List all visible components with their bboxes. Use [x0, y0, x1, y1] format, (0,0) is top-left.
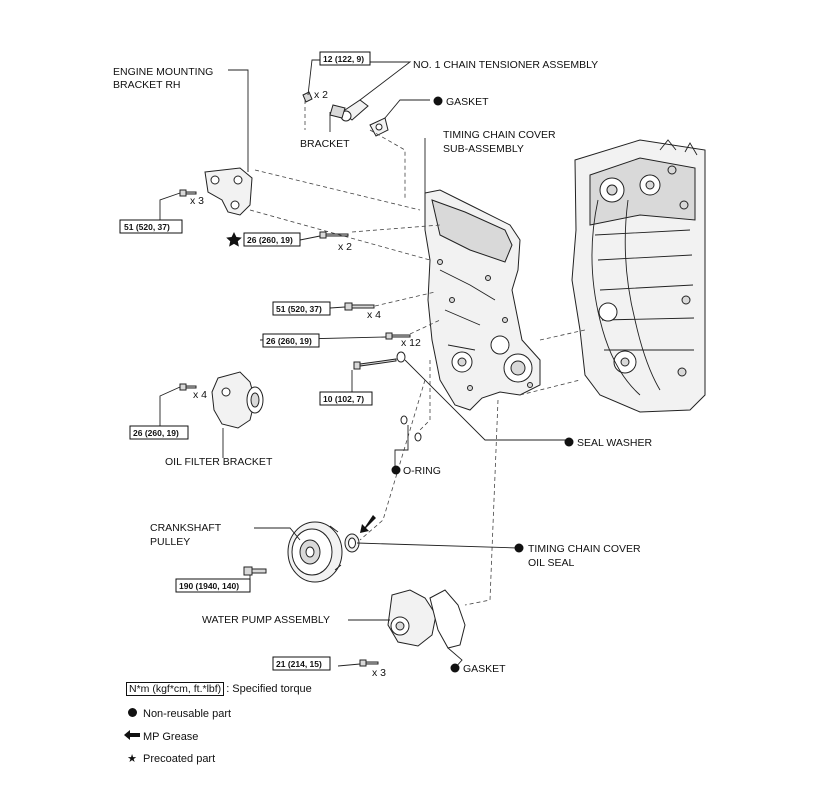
- o-ring-lower-illustration: [414, 432, 422, 442]
- qty-bracket-rh: x 3: [190, 195, 204, 207]
- legend-mp-grease-text: MP Grease: [143, 730, 199, 743]
- engine-block-illustration: [571, 139, 706, 413]
- oil-seal-label-line2: OIL SEAL: [528, 557, 574, 569]
- qty-cover-x4: x 4: [367, 309, 381, 321]
- qty-cover-x12: x 12: [401, 337, 421, 349]
- oil-filter-bracket-illustration: [211, 371, 264, 429]
- non-reusable-dot-icon: [514, 543, 524, 553]
- torque-cover-x12: 26 (260, 19): [266, 336, 312, 346]
- legend-non-reusable: Non-reusable part: [124, 708, 231, 720]
- oil-seal-illustration: [344, 533, 360, 553]
- qty-water-pump: x 3: [372, 667, 386, 679]
- chain-tensioner-illustration: [302, 91, 389, 137]
- non-reusable-dot-icon: [433, 96, 443, 106]
- water-pump-illustration: [387, 589, 437, 647]
- o-ring-upper-illustration: [400, 415, 408, 425]
- timing-chain-cover-label-line2: SUB-ASSEMBLY: [443, 143, 524, 155]
- left-arrow-icon: [124, 730, 140, 743]
- torque-pulley: 190 (1940, 140): [179, 581, 239, 591]
- torque-tensioner: 12 (122, 9): [323, 54, 364, 64]
- gasket-bottom-label: GASKET: [463, 663, 506, 675]
- non-reusable-dot-icon: [391, 465, 401, 475]
- gasket-top-label: GASKET: [446, 96, 489, 108]
- torque-bracket-rh: 51 (520, 37): [124, 222, 170, 232]
- crankshaft-pulley-label-line2: PULLEY: [150, 536, 190, 548]
- crankshaft-pulley-illustration: [287, 521, 343, 583]
- torque-water-pump: 21 (214, 15): [276, 659, 322, 669]
- chain-tensioner-label: NO. 1 CHAIN TENSIONER ASSEMBLY: [413, 59, 598, 71]
- water-pump-label: WATER PUMP ASSEMBLY: [202, 614, 330, 626]
- non-reusable-dot-icon: [564, 437, 574, 447]
- legend-torque-box: N*m (kgf*cm, ft.*lbf): [126, 682, 225, 696]
- oil-seal-label-line1: TIMING CHAIN COVER: [528, 543, 641, 555]
- legend-torque-text: : Specified torque: [226, 683, 312, 695]
- crankshaft-pulley-label-line1: CRANKSHAFT: [150, 522, 222, 534]
- torque-oil-filter: 26 (260, 19): [133, 428, 179, 438]
- torque-cover-top: 26 (260, 19): [247, 235, 293, 245]
- qty-tensioner: x 2: [314, 89, 328, 101]
- torque-cover-x4: 51 (520, 37): [276, 304, 322, 314]
- qty-cover-top: x 2: [338, 241, 352, 253]
- mp-grease-arrow-icon: [360, 515, 376, 533]
- o-ring-label: O-RING: [403, 465, 441, 477]
- legend-mp-grease: MP Grease: [124, 730, 198, 743]
- engine-mounting-bracket-label-line2: BRACKET RH: [113, 79, 181, 91]
- non-reusable-dot-icon: [450, 663, 460, 673]
- water-pump-gasket-illustration: [429, 589, 466, 649]
- legend-non-reusable-text: Non-reusable part: [143, 708, 232, 720]
- non-reusable-dot-icon: [124, 708, 140, 720]
- star-icon: ★: [127, 753, 137, 765]
- qty-oil-filter: x 4: [193, 389, 207, 401]
- bolt-icons: [179, 189, 411, 667]
- alignment-lines: [249, 100, 586, 606]
- engine-mounting-bracket-label-line1: ENGINE MOUNTING: [113, 66, 213, 78]
- torque-seal-bolt: 10 (102, 7): [323, 394, 364, 404]
- seal-washer-label: SEAL WASHER: [577, 437, 652, 449]
- timing-chain-cover-illustration: [424, 189, 541, 411]
- oil-filter-bracket-label: OIL FILTER BRACKET: [165, 456, 273, 468]
- legend-precoated-text: Precoated part: [143, 752, 216, 765]
- timing-chain-cover-label-line1: TIMING CHAIN COVER: [443, 129, 556, 141]
- legend-precoated: ★ Precoated part: [124, 752, 216, 766]
- bracket-label: BRACKET: [300, 138, 350, 150]
- precoated-star-icon: [226, 232, 242, 247]
- engine-mounting-bracket-illustration: [204, 167, 253, 216]
- legend-torque: N*m (kgf*cm, ft.*lbf) : Specified torque: [126, 682, 312, 696]
- seal-washer-illustration: [396, 351, 406, 363]
